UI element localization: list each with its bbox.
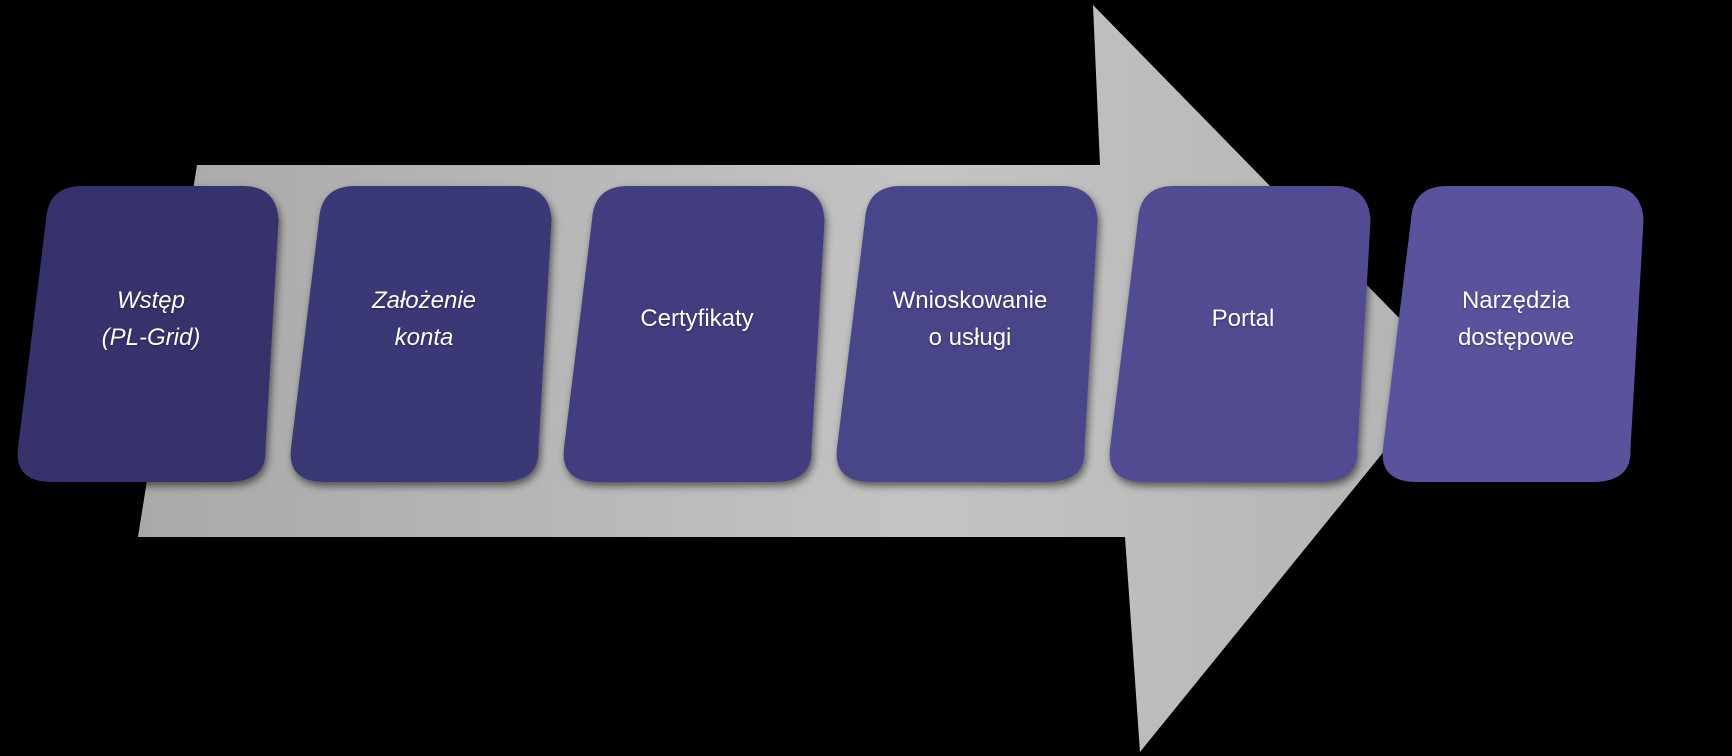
step-4: Wnioskowanie o usługi xyxy=(851,236,1089,402)
step-box xyxy=(1382,186,1644,482)
step-label: Wnioskowanie o usługi xyxy=(892,286,1048,351)
step-6: Narzędzia dostępowe xyxy=(1397,236,1635,402)
step-box xyxy=(17,186,279,482)
step-label: Założenie konta xyxy=(371,286,477,351)
step-label: Wstęp (PL-Grid) xyxy=(101,286,201,351)
step-box xyxy=(1109,186,1371,482)
step-2: Założenie konta xyxy=(305,236,543,402)
step-box xyxy=(836,186,1098,482)
step-1: Wstęp (PL-Grid) xyxy=(32,236,270,402)
step-5: Portal xyxy=(1124,236,1362,402)
step-3: Certyfikaty xyxy=(578,236,816,402)
step-label: Portal xyxy=(1211,305,1275,333)
step-boxes-layer xyxy=(17,186,1644,482)
step-label: Certyfikaty xyxy=(640,305,754,333)
step-box xyxy=(290,186,552,482)
step-box xyxy=(563,186,825,482)
step-label: Narzędzia dostępowe xyxy=(1457,286,1575,351)
